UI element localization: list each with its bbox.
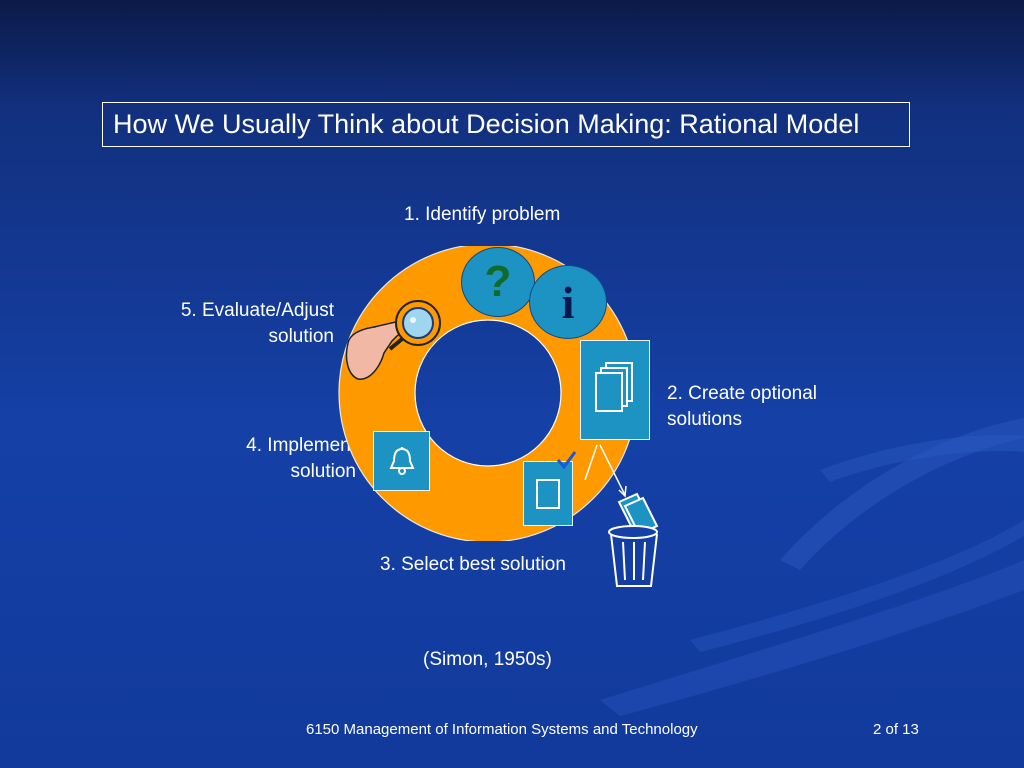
step-implement-line2: solution [290, 461, 357, 482]
question-mark-icon: ? [461, 247, 535, 317]
hand-with-magnifier-icon [345, 300, 441, 380]
citation: (Simon, 1950s) [423, 649, 552, 670]
step-implement-line1: 4. Implement [246, 435, 356, 456]
step-create-line1: 2. Create optional [667, 383, 817, 404]
step-create-label: 2. Create optional solutions [667, 381, 817, 433]
step-select-label: 3. Select best solution [380, 554, 566, 575]
checked-document-icon [523, 461, 573, 526]
slide-title: How We Usually Think about Decision Maki… [102, 102, 910, 147]
documents-icon [580, 340, 650, 440]
step-identify-label: 1. Identify problem [404, 204, 561, 225]
discard-arrows [556, 444, 627, 498]
step-evaluate-line2: solution [268, 326, 335, 347]
info-icon: i [529, 265, 607, 339]
step-create-line2: solutions [667, 409, 742, 430]
footer-page-number: 2 of 13 [873, 721, 919, 738]
step-evaluate-line1: 5. Evaluate/Adjust [180, 300, 334, 321]
footer-course: 6150 Management of Information Systems a… [306, 721, 698, 738]
bell-icon [373, 431, 430, 491]
step-implement-label: 4. Implement solution [196, 433, 356, 485]
trash-can-icon [608, 492, 659, 587]
step-evaluate-label: 5. Evaluate/Adjust solution [140, 298, 334, 350]
